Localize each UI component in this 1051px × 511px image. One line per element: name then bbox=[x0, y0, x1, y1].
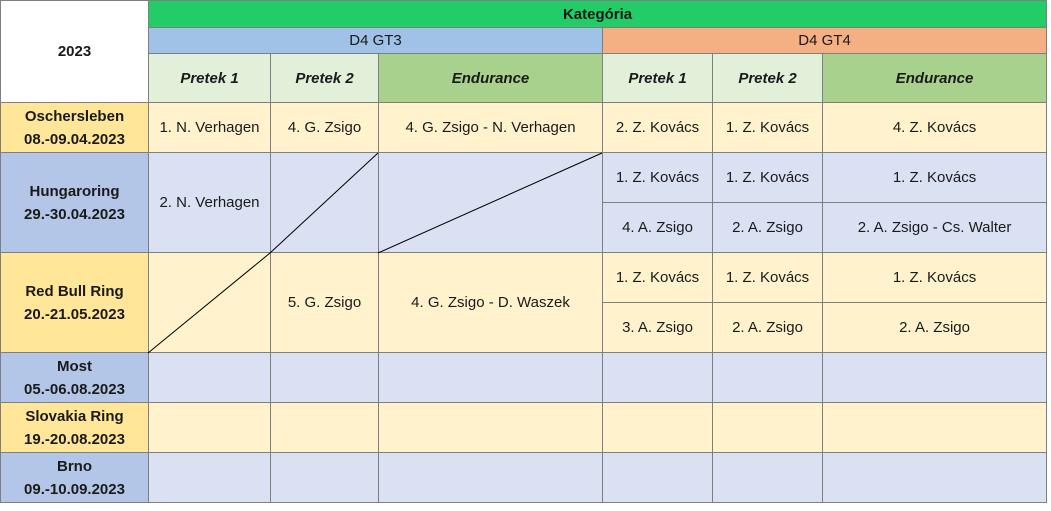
event-dates: 29.-30.04.2023 bbox=[24, 205, 125, 223]
result-cell-empty bbox=[148, 402, 271, 453]
result-cell: 4. G. Zsigo - N. Verhagen bbox=[378, 102, 603, 153]
gt4-col-endurance: Endurance bbox=[821, 53, 1048, 103]
event-slovakia-ring: Slovakia Ring 19.-20.08.2023 bbox=[0, 402, 149, 453]
result-cell: 2. A. Zsigo bbox=[821, 302, 1048, 353]
gt4-col-race2: Pretek 2 bbox=[712, 53, 823, 103]
result-cell: 1. N. Verhagen bbox=[148, 102, 271, 153]
event-name: Most bbox=[57, 357, 92, 375]
event-name: Slovakia Ring bbox=[25, 407, 124, 425]
result-cell-empty bbox=[378, 152, 603, 253]
category-header: Kategória bbox=[147, 0, 1048, 28]
event-most: Most 05.-06.08.2023 bbox=[0, 352, 149, 403]
result-cell: 3. A. Zsigo bbox=[602, 302, 713, 353]
result-cell: 4. G. Zsigo bbox=[270, 102, 379, 153]
result-cell: 2. N. Verhagen bbox=[148, 152, 271, 253]
result-cell-empty bbox=[148, 252, 271, 353]
event-oschersleben: Oschersleben 08.-09.04.2023 bbox=[0, 102, 149, 153]
event-name: Brno bbox=[57, 457, 92, 475]
result-cell-empty bbox=[378, 402, 603, 453]
result-cell: 1. Z. Kovács bbox=[821, 252, 1048, 303]
result-cell: 2. A. Zsigo - Cs. Walter bbox=[821, 202, 1048, 253]
result-cell-empty bbox=[148, 452, 271, 503]
class-header-gt3: D4 GT3 bbox=[148, 27, 603, 54]
result-cell-empty bbox=[148, 352, 271, 403]
event-name: Oschersleben bbox=[24, 107, 125, 125]
result-cell-empty bbox=[602, 352, 713, 403]
event-red-bull-ring: Red Bull Ring 20.-21.05.2023 bbox=[0, 252, 149, 353]
result-cell-empty bbox=[602, 402, 713, 453]
result-cell: 2. A. Zsigo bbox=[712, 202, 823, 253]
result-cell: 2. A. Zsigo bbox=[712, 302, 823, 353]
event-dates: 05.-06.08.2023 bbox=[24, 380, 125, 398]
gt3-col-endurance: Endurance bbox=[378, 53, 603, 103]
result-cell-empty bbox=[270, 452, 379, 503]
result-cell-empty bbox=[270, 352, 379, 403]
result-cell: 4. A. Zsigo bbox=[602, 202, 713, 253]
result-cell: 1. Z. Kovács bbox=[712, 102, 823, 153]
result-cell-empty bbox=[712, 402, 823, 453]
event-dates: 08.-09.04.2023 bbox=[24, 130, 125, 148]
gt3-col-race2: Pretek 2 bbox=[270, 53, 379, 103]
result-cell-empty bbox=[821, 352, 1048, 403]
result-cell: 2. Z. Kovács bbox=[602, 102, 713, 153]
result-cell: 1. Z. Kovács bbox=[821, 152, 1048, 203]
event-dates: 19.-20.08.2023 bbox=[24, 430, 125, 448]
gt4-col-race1: Pretek 1 bbox=[602, 53, 713, 103]
event-hungaroring: Hungaroring 29.-30.04.2023 bbox=[0, 152, 149, 253]
event-dates: 20.-21.05.2023 bbox=[24, 305, 125, 323]
result-cell: 4. Z. Kovács bbox=[821, 102, 1048, 153]
result-cell: 1. Z. Kovács bbox=[602, 152, 713, 203]
event-name: Hungaroring bbox=[29, 182, 120, 200]
result-cell-empty bbox=[712, 452, 823, 503]
result-cell: 4. G. Zsigo - D. Waszek bbox=[378, 252, 603, 353]
result-cell-empty bbox=[602, 452, 713, 503]
result-cell-empty bbox=[378, 452, 603, 503]
event-dates: 09.-10.09.2023 bbox=[24, 480, 125, 498]
result-cell: 1. Z. Kovács bbox=[712, 152, 823, 203]
gt3-col-race1: Pretek 1 bbox=[148, 53, 271, 103]
result-cell-empty bbox=[378, 352, 603, 403]
event-name: Red Bull Ring bbox=[25, 282, 124, 300]
result-cell: 5. G. Zsigo bbox=[270, 252, 379, 353]
result-cell-empty bbox=[821, 452, 1048, 503]
result-cell: 1. Z. Kovács bbox=[712, 252, 823, 303]
class-header-gt4: D4 GT4 bbox=[601, 27, 1048, 54]
event-brno: Brno 09.-10.09.2023 bbox=[0, 452, 149, 503]
result-cell: 1. Z. Kovács bbox=[602, 252, 713, 303]
result-cell-empty bbox=[270, 402, 379, 453]
year-cell: 2023 bbox=[0, 0, 149, 103]
result-cell-empty bbox=[270, 152, 379, 253]
result-cell-empty bbox=[712, 352, 823, 403]
result-cell-empty bbox=[821, 402, 1048, 453]
